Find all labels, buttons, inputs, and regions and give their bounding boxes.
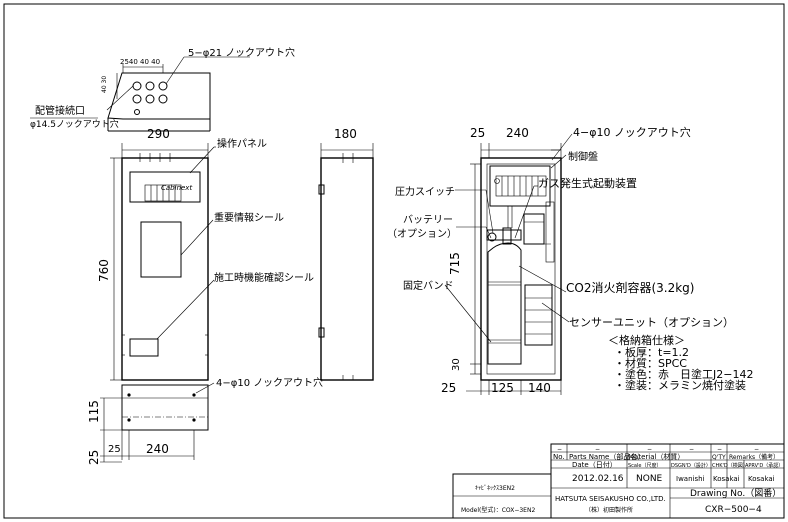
spec-thickness: ・板厚：t=1.2 bbox=[614, 345, 689, 359]
bottom-dim-115: 115 bbox=[87, 400, 101, 423]
bottom-dim-240: 240 bbox=[146, 442, 169, 456]
tb-dash-4: − bbox=[689, 446, 694, 453]
tb-drawing-no-label: Drawing No.（図番） bbox=[690, 487, 781, 499]
tb-company: HATSUTA SEISAKUSHO CO.,LTD. bbox=[555, 495, 666, 503]
side-depth-dim: 180 bbox=[334, 127, 357, 141]
spec-material: ・材質：SPCC bbox=[614, 356, 687, 370]
tb-dash-6: − bbox=[754, 446, 759, 453]
tb-date-label: Date（日付） bbox=[572, 460, 617, 469]
front-width-dim: 290 bbox=[147, 127, 170, 141]
co2-container-label: CO2消火剤容器(3.2kg) bbox=[566, 280, 694, 295]
pipe-knockout-label: φ14.5ノックアウト穴 bbox=[30, 118, 119, 130]
tb-checker: Kosakai bbox=[713, 475, 740, 483]
gas-device-label: ガス発生式起動装置 bbox=[538, 176, 637, 190]
tb-dash-5: − bbox=[717, 446, 722, 453]
tb-remarks: Remarks（備考） bbox=[729, 453, 779, 461]
tb-scale-label: Scale（尺度） bbox=[628, 462, 661, 469]
title-block bbox=[452, 443, 785, 519]
battery-option-label: （オプション） bbox=[387, 228, 457, 240]
bottom-knockout-label: 4−φ10 ノックアウト穴 bbox=[216, 376, 323, 389]
tb-model: Model(型式)：COX−3EN2 bbox=[461, 506, 535, 514]
interior-bottom-125: 125 bbox=[491, 381, 514, 395]
pressure-switch-label: 圧力スイッチ bbox=[395, 185, 455, 198]
bottom-view bbox=[100, 382, 215, 463]
side-view bbox=[318, 143, 374, 381]
tb-scale: NONE bbox=[636, 474, 663, 484]
tb-dsgnd: DSGN'D（設計） bbox=[671, 462, 711, 469]
spec-color: ・塗色：赤 日塗工J2−142 bbox=[614, 367, 753, 381]
info-seal-label: 重要情報シール bbox=[214, 211, 284, 224]
tb-product-name: ｷｬﾋﾞﾈｯｸｽ3EN2 bbox=[475, 485, 515, 492]
interior-dim-715: 715 bbox=[448, 252, 462, 275]
bottom-dim-25a: 25 bbox=[108, 444, 121, 455]
tb-dash-1: − bbox=[557, 446, 562, 453]
sensor-unit-label: センサーユニット（オプション） bbox=[569, 316, 734, 329]
interior-dim-240: 240 bbox=[506, 126, 529, 140]
tb-chkd: CHK'D（検図） bbox=[712, 462, 748, 469]
fixing-band-label: 固定バンド bbox=[403, 279, 454, 292]
operation-panel-label: 操作パネル bbox=[217, 137, 267, 150]
interior-knockout-label: 4−φ10 ノックアウト穴 bbox=[573, 125, 691, 139]
interior-bottom-140: 140 bbox=[528, 381, 551, 395]
tb-material: Material（材質） bbox=[628, 452, 684, 461]
tb-company-jp: （株）初田製作所 bbox=[585, 506, 633, 514]
sheet-border bbox=[3, 3, 785, 519]
battery-label: バッテリー bbox=[403, 214, 453, 226]
tb-date: 2012.02.16 bbox=[572, 474, 624, 484]
tb-drawing-no: CXR−500−4 bbox=[705, 505, 762, 515]
tb-aprvd: APRV'D（承認） bbox=[745, 462, 783, 469]
tb-dash-2: − bbox=[595, 446, 600, 453]
tb-qty: Q'TY bbox=[712, 454, 726, 461]
bottom-dim-25b: 25 bbox=[87, 450, 101, 465]
tb-no: No. bbox=[553, 453, 565, 461]
interior-dim-30: 30 bbox=[451, 358, 462, 371]
spec-title: ＜格納箱仕様＞ bbox=[608, 333, 685, 347]
spec-paint: ・塗装：メラミン焼付塗装 bbox=[614, 378, 746, 392]
top-knockout-label: 5−φ21 ノックアウト穴 bbox=[188, 46, 295, 59]
front-height-dim: 760 bbox=[97, 259, 111, 282]
interior-view bbox=[444, 133, 573, 395]
top-dim-side: 40 30 bbox=[101, 76, 108, 93]
pipe-connection-label: 配管接続口 bbox=[35, 104, 85, 117]
top-view bbox=[106, 56, 250, 132]
tb-dash-3: − bbox=[647, 446, 652, 453]
control-board-label: 制御盤 bbox=[568, 150, 598, 163]
tb-designer: Iwanishi bbox=[676, 475, 705, 483]
top-dim-top: 2540 40 40 bbox=[120, 58, 160, 66]
front-view bbox=[110, 143, 216, 381]
interior-bottom-25: 25 bbox=[441, 381, 456, 395]
front-logo: Cabinext bbox=[161, 184, 192, 192]
interior-dim-25: 25 bbox=[470, 126, 485, 140]
construction-seal-label: 施工時機能確認シール bbox=[214, 271, 314, 284]
tb-approver: Kosakai bbox=[748, 475, 775, 483]
tb-parts-name: Parts Name（部品名） bbox=[569, 452, 644, 461]
